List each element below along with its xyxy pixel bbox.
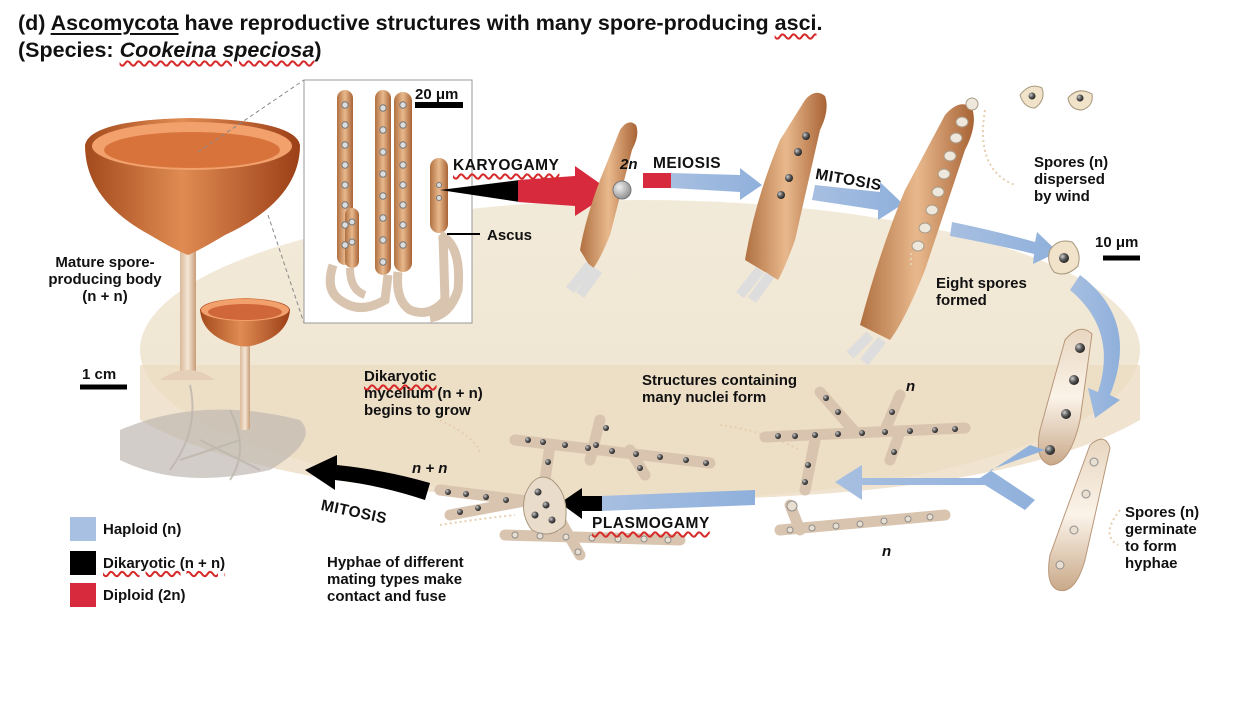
mitosis-bottom-arrow: [305, 455, 430, 500]
karyogamy-arrow: [440, 166, 612, 216]
title-part: (d): [18, 11, 46, 35]
mitosis-top-arrow: [812, 182, 903, 220]
diploid-ascus: [566, 122, 638, 298]
eight-spores-line2: formed: [936, 292, 987, 309]
legend-haploid-swatch: [70, 517, 96, 541]
mature-body-line1: Mature spore-: [55, 254, 155, 271]
spores-dispersed-label: Spores (n) dispersed by wind: [1034, 154, 1108, 205]
ascus-label: Ascus: [487, 227, 533, 244]
spores-germinate-line3: to form: [1125, 538, 1177, 555]
title-asci: asci: [774, 11, 817, 35]
spores-dispersed-line1: Spores (n): [1034, 154, 1109, 171]
scale-20um-label: 20 μm: [415, 86, 459, 103]
legend-diploid: Diploid (2n): [70, 583, 186, 607]
legend-dikaryotic: Dikaryotic (n + n): [70, 551, 225, 575]
spores-germinate-line4: hyphae: [1125, 555, 1178, 572]
n-bottom-label: n: [882, 543, 892, 560]
karyogamy-label: KARYOGAMY: [453, 157, 560, 174]
structures-nuclei-line1: Structures containing: [642, 372, 798, 389]
dotted-guides: [439, 109, 1121, 546]
dikaryotic-mycelium-line3: begins to grow: [364, 402, 471, 419]
figure-title: (d) Ascomycota have reproductive structu…: [18, 10, 823, 64]
legend-diploid-swatch: [70, 583, 96, 607]
hyphae-fuse-line2: mating types make: [327, 571, 463, 588]
spores-dispersed-line3: by wind: [1034, 188, 1090, 205]
meiosis-arrow: [643, 168, 762, 200]
germinate-arrow: [1070, 275, 1120, 418]
dikaryotic-mycelium-label: Dikaryotic mycelium (n + n) begins to gr…: [364, 368, 483, 419]
eight-spores-label: Eight spores formed: [936, 275, 1027, 309]
eight-spores-line1: Eight spores: [936, 275, 1027, 292]
meiosis-ascus: [736, 92, 827, 303]
single-spore: [1048, 240, 1140, 275]
dikaryotic-mycelium-line2: mycelium (n + n): [364, 385, 483, 402]
hyphae-fuse-line1: Hyphae of different: [327, 554, 464, 571]
mature-body-line3: (n + n): [82, 288, 128, 305]
zoom-guide: [197, 79, 305, 324]
title-end: .: [816, 11, 823, 35]
dikaryotic-mycelium-line1: Dikaryotic: [364, 368, 437, 385]
plasmogamy-arrow: [560, 488, 755, 519]
spore-arrow: [950, 222, 1058, 264]
hyphae-fuse-label: Hyphae of different mating types make co…: [327, 554, 464, 605]
title-group: Ascomycota: [50, 11, 179, 35]
structures-nuclei-label: Structures containing many nuclei form: [642, 372, 797, 406]
n-plus-n-label: n + n: [412, 460, 448, 477]
scale-10um-label: 10 μm: [1095, 234, 1139, 251]
dikaryotic-nuclei: [445, 425, 709, 524]
dispersed-spores: [1019, 85, 1093, 111]
title-species-suffix: ): [314, 38, 322, 62]
haploid-hyphae-top-nuclei: [775, 395, 958, 485]
legend-dikaryotic-label: Dikaryotic (n + n): [103, 554, 226, 572]
title-species: Cookeina speciosa: [119, 38, 315, 62]
spores-germinate-label: Spores (n) germinate to form hyphae: [1125, 504, 1199, 572]
hyphae-fuse-line3: contact and fuse: [327, 588, 447, 605]
mature-body-label: Mature spore- producing body (n + n): [40, 254, 170, 305]
mature-body-line2: producing body: [48, 271, 162, 288]
title-rest: have reproductive structures with many s…: [178, 11, 775, 35]
legend-haploid: Haploid (n): [70, 517, 181, 541]
asci-inset: [303, 79, 473, 324]
scale-1cm-label: 1 cm: [82, 366, 117, 383]
legend-haploid-label: Haploid (n): [103, 520, 182, 538]
structures-nuclei-line2: many nuclei form: [642, 389, 767, 406]
eight-spore-ascus: [846, 97, 979, 366]
legend-diploid-label: Diploid (2n): [103, 586, 186, 604]
title-species-prefix: (Species:: [18, 38, 120, 62]
n-top-label: n: [906, 378, 916, 395]
plasmogamy-label: PLASMOGAMY: [592, 515, 710, 532]
spores-dispersed-line2: dispersed: [1034, 171, 1105, 188]
meiosis-label: MEIOSIS: [653, 155, 722, 172]
hyphae-arrow: [835, 445, 1045, 510]
spores-germinate-line1: Spores (n): [1125, 504, 1200, 521]
ploidy-2n-label: 2n: [620, 156, 638, 173]
mature-fruiting-body: [85, 118, 306, 481]
legend-dikaryotic-swatch: [70, 551, 96, 575]
haploid-hyphae-bottom-nuclei: [786, 500, 934, 534]
spores-germinate-line2: germinate: [1125, 521, 1197, 538]
haploid-mating-nuclei: [511, 531, 672, 556]
